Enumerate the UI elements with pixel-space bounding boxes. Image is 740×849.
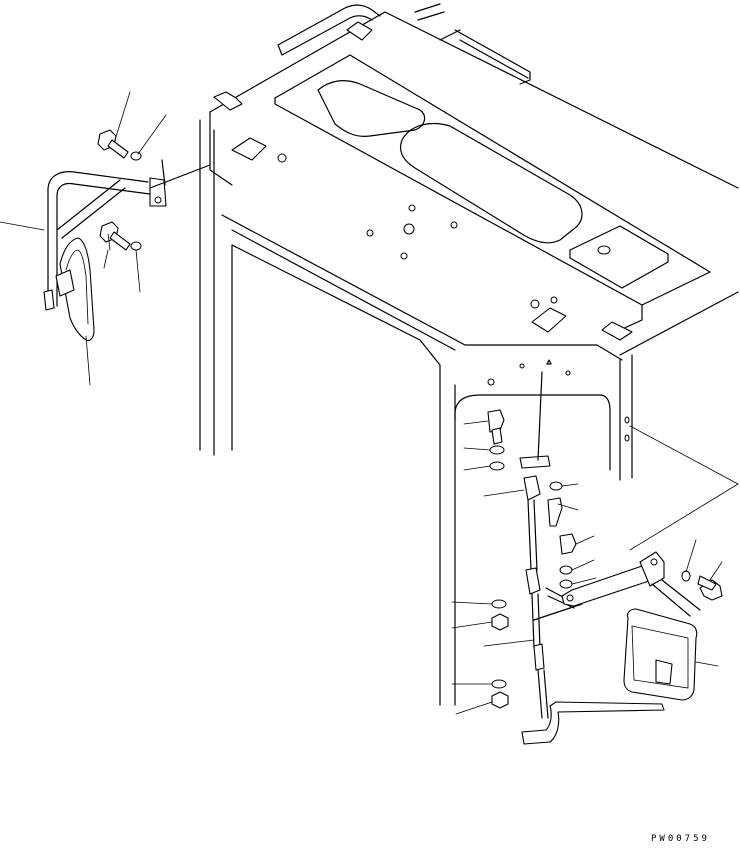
right-mirror bbox=[623, 608, 698, 701]
cab-roof bbox=[209, 11, 739, 361]
roof-opening-right bbox=[569, 225, 669, 289]
roof-holes bbox=[277, 153, 571, 386]
roof-opening-center bbox=[399, 122, 583, 244]
right-mirror-rod bbox=[519, 359, 665, 745]
drawing-code: PW00759 bbox=[651, 834, 710, 844]
right-leader-lines bbox=[451, 420, 739, 715]
left-mirror-stay bbox=[43, 159, 211, 311]
roof-brackets bbox=[213, 21, 633, 341]
left-leader-lines bbox=[0, 91, 167, 386]
right-mirror-arm bbox=[561, 551, 701, 617]
roof-opening-left bbox=[317, 80, 426, 137]
right-mirror-fasteners bbox=[487, 409, 723, 709]
roof-handrail bbox=[277, 3, 531, 85]
left-mirror bbox=[55, 237, 95, 342]
left-mirror-bolts bbox=[97, 129, 142, 251]
cab-frame bbox=[199, 119, 633, 706]
